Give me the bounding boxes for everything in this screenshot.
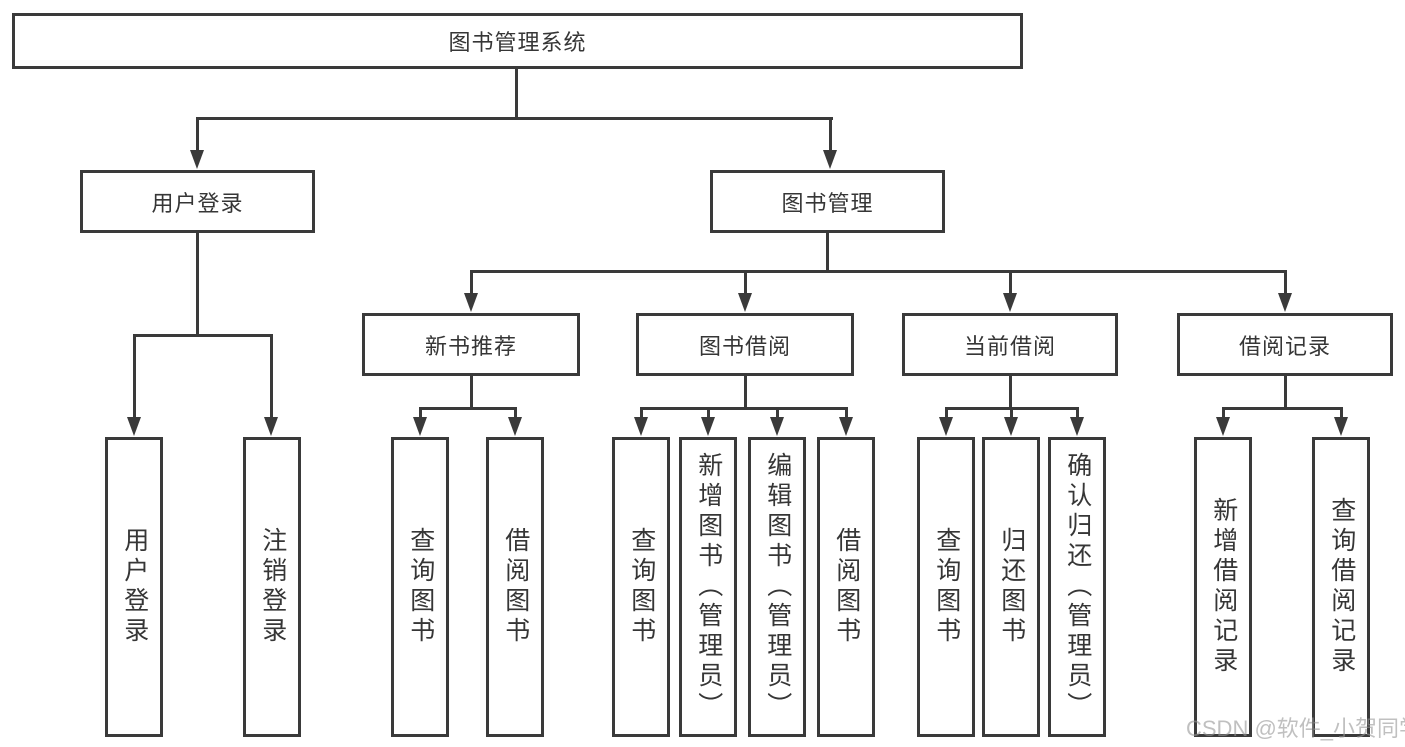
- node-user-login: 用户登录: [80, 170, 315, 233]
- csdn-watermark: CSDN @软件_小贺同学: [1186, 716, 1405, 741]
- connector-line: [470, 270, 473, 296]
- arrow-down-icon: [127, 417, 141, 436]
- leaf-query-books-3: 查询图书: [917, 437, 975, 737]
- arrow-down-icon: [1070, 417, 1084, 436]
- leaf-label: 借阅图书: [501, 527, 530, 647]
- leaf-label: 归还图书: [997, 527, 1026, 647]
- connector-line: [1222, 407, 1225, 419]
- node-current-borrowing: 当前借阅: [902, 313, 1118, 376]
- arrow-down-icon: [413, 417, 427, 436]
- connector-line: [133, 334, 273, 337]
- connector-line: [270, 334, 273, 419]
- leaf-label: 新增借阅记录: [1209, 497, 1238, 677]
- arrow-down-icon: [508, 417, 522, 436]
- leaf-label: 查询图书: [932, 527, 961, 647]
- connector-line: [707, 407, 710, 419]
- connector-line: [1222, 407, 1343, 410]
- connector-line: [945, 407, 948, 419]
- node-book-management: 图书管理: [710, 170, 945, 233]
- connector-line: [470, 270, 1287, 273]
- arrow-down-icon: [770, 417, 784, 436]
- connector-line: [744, 270, 747, 296]
- arrow-down-icon: [634, 417, 648, 436]
- connector-line: [1009, 270, 1012, 296]
- node-label: 当前借阅: [963, 333, 1056, 359]
- arrow-down-icon: [823, 150, 837, 169]
- arrow-down-icon: [1278, 293, 1292, 312]
- arrow-down-icon: [701, 417, 715, 436]
- arrow-down-icon: [939, 417, 953, 436]
- arrow-down-icon: [1216, 417, 1230, 436]
- leaf-borrow-books-1: 借阅图书: [486, 437, 544, 737]
- leaf-add-book-admin: 新增图书（管理员）: [679, 437, 737, 737]
- connector-line: [419, 407, 422, 419]
- arrow-down-icon: [264, 417, 278, 436]
- leaf-logout: 注销登录: [243, 437, 301, 737]
- connector-line: [133, 334, 136, 419]
- connector-line: [1076, 407, 1079, 419]
- node-borrowing-records: 借阅记录: [1177, 313, 1393, 376]
- node-label: 图书借阅: [698, 333, 791, 359]
- connector-line: [845, 407, 848, 419]
- leaf-user-login: 用户登录: [105, 437, 163, 737]
- connector-line: [419, 407, 517, 410]
- leaf-label: 编辑图书（管理员）: [763, 452, 792, 722]
- connector-line: [515, 68, 518, 120]
- connector-line: [1284, 270, 1287, 296]
- leaf-edit-book-admin: 编辑图书（管理员）: [748, 437, 806, 737]
- connector-line: [196, 117, 833, 120]
- node-book-borrowing: 图书借阅: [636, 313, 854, 376]
- node-label: 图书管理: [781, 190, 874, 216]
- leaf-return-book: 归还图书: [982, 437, 1040, 737]
- connector-line: [1284, 376, 1287, 410]
- connector-line: [829, 117, 832, 152]
- connector-line: [470, 376, 473, 410]
- leaf-label: 查询借阅记录: [1327, 497, 1356, 677]
- node-label: 新书推荐: [424, 333, 517, 359]
- leaf-label: 用户登录: [120, 527, 149, 647]
- connector-line: [776, 407, 779, 419]
- node-root: 图书管理系统: [12, 13, 1023, 69]
- connector-line: [514, 407, 517, 419]
- arrow-down-icon: [1004, 417, 1018, 436]
- node-label: 用户登录: [151, 190, 244, 216]
- leaf-label: 确认归还（管理员）: [1063, 452, 1092, 722]
- node-label: 借阅记录: [1238, 333, 1331, 359]
- arrow-down-icon: [839, 417, 853, 436]
- connector-line: [1340, 407, 1343, 419]
- leaf-label: 查询图书: [627, 527, 656, 647]
- leaf-query-books-1: 查询图书: [391, 437, 449, 737]
- arrow-down-icon: [190, 150, 204, 169]
- node-new-book-recommend: 新书推荐: [362, 313, 580, 376]
- leaf-add-borrow-record: 新增借阅记录: [1194, 437, 1252, 737]
- leaf-query-books-2: 查询图书: [612, 437, 670, 737]
- connector-line: [640, 407, 643, 419]
- leaf-confirm-return-admin: 确认归还（管理员）: [1048, 437, 1106, 737]
- connector-line: [196, 233, 199, 337]
- connector-line: [826, 233, 829, 273]
- leaf-borrow-books-2: 借阅图书: [817, 437, 875, 737]
- arrow-down-icon: [1003, 293, 1017, 312]
- connector-line: [744, 376, 747, 410]
- arrow-down-icon: [464, 293, 478, 312]
- node-root-label: 图书管理系统: [448, 30, 587, 55]
- arrow-down-icon: [738, 293, 752, 312]
- leaf-label: 查询图书: [406, 527, 435, 647]
- leaf-query-borrow-record: 查询借阅记录: [1312, 437, 1370, 737]
- leaf-label: 注销登录: [258, 527, 287, 647]
- arrow-down-icon: [1334, 417, 1348, 436]
- connector-line: [196, 117, 199, 152]
- connector-line: [640, 407, 848, 410]
- connector-line: [1009, 376, 1012, 410]
- connector-line: [1010, 407, 1013, 419]
- leaf-label: 新增图书（管理员）: [694, 452, 723, 722]
- leaf-label: 借阅图书: [832, 527, 861, 647]
